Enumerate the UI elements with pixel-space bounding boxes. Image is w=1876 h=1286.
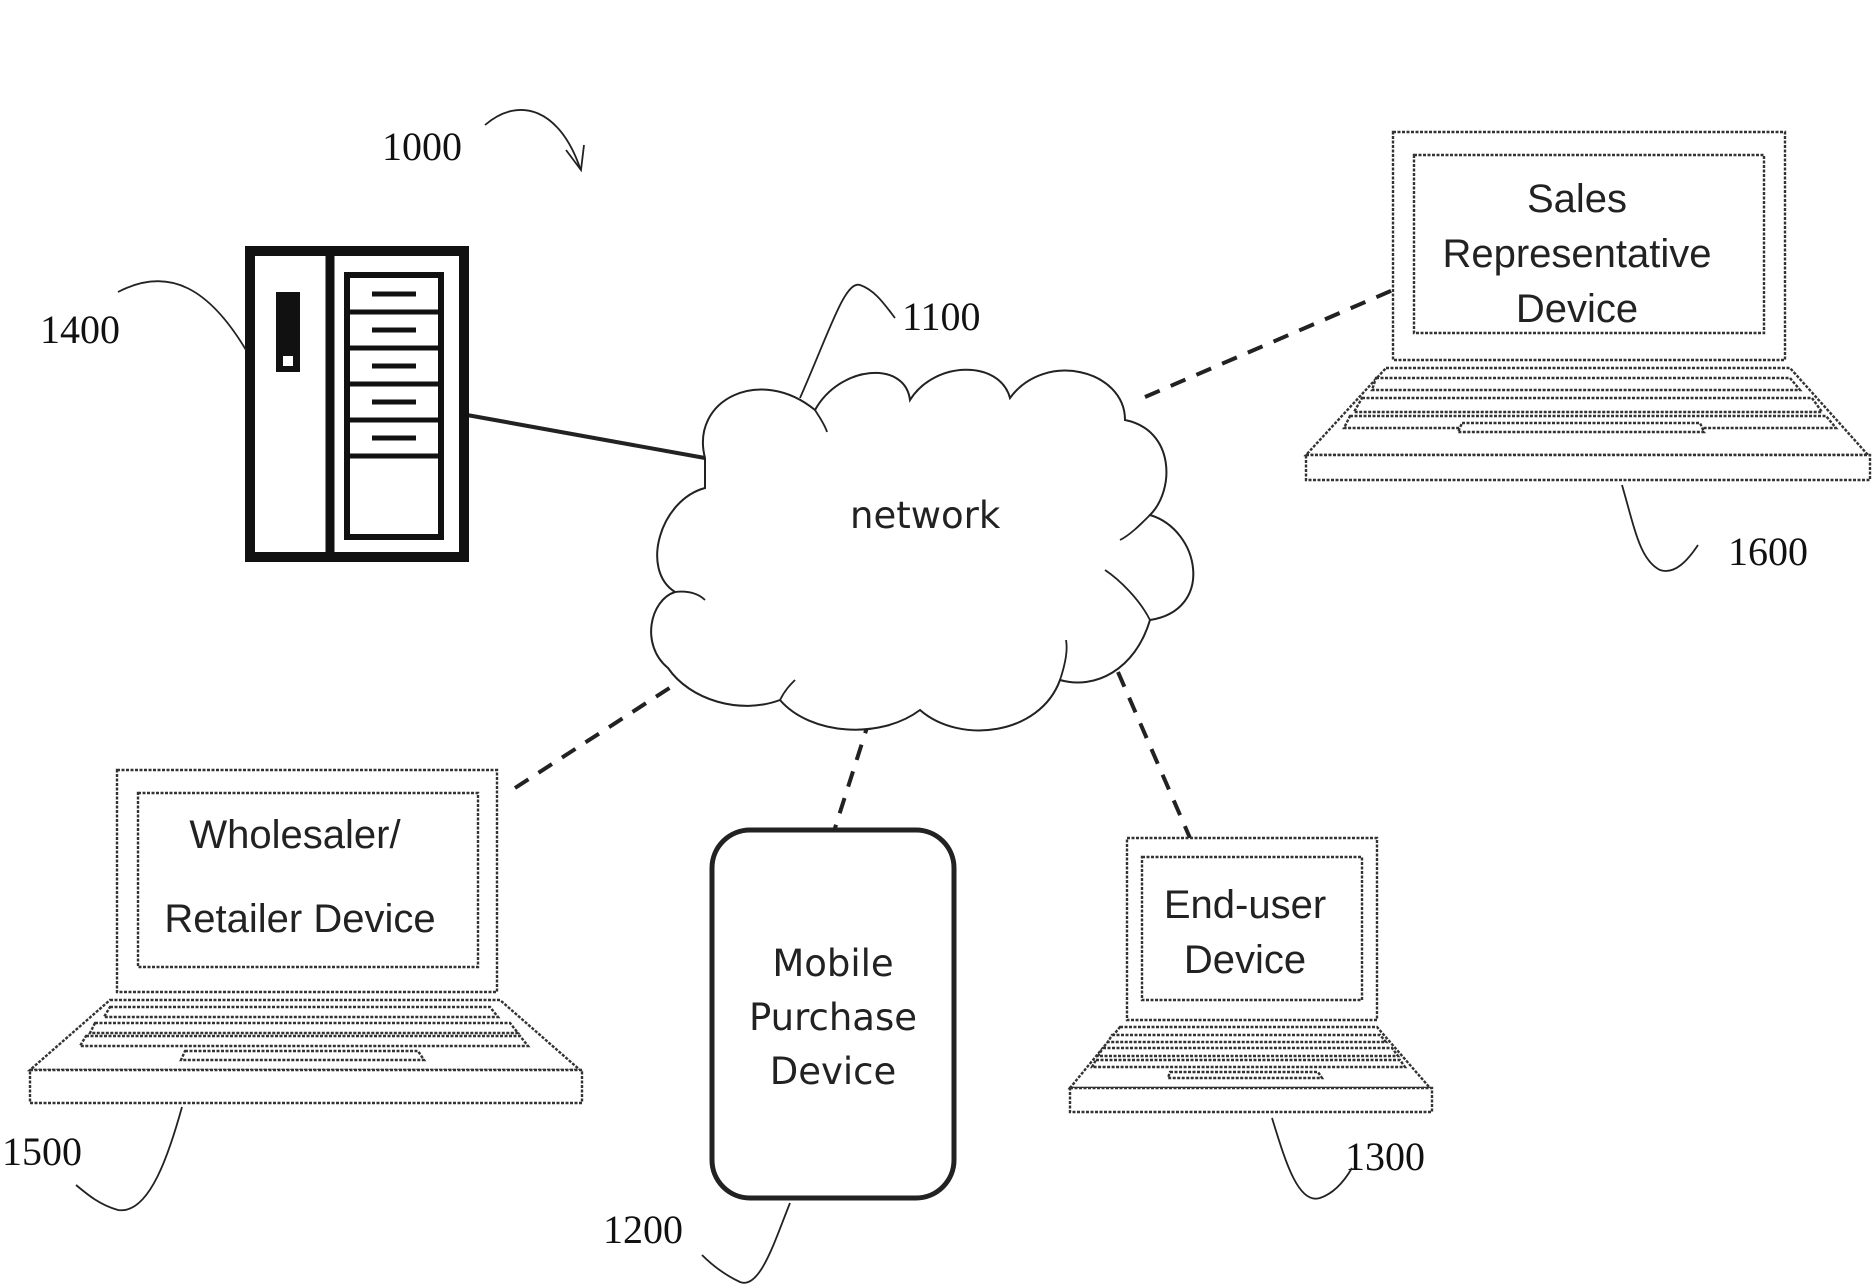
- wholesaler-ref-leader: [76, 1107, 182, 1210]
- end-user-label-line-1: End-user: [1164, 883, 1326, 927]
- wholesaler-label-line-1: Wholesaler/: [189, 813, 401, 857]
- system-ref-label: 1000: [382, 124, 462, 169]
- server-ref-leader: [118, 281, 246, 350]
- wholesaler-ref-label: 1500: [2, 1129, 82, 1174]
- network-cloud-icon: [651, 370, 1193, 731]
- server-ref-label: 1400: [40, 307, 120, 352]
- mobile-label-line-3: Device: [770, 1050, 897, 1093]
- enduser-network-link: [1118, 672, 1190, 838]
- mobile-label-line-1: Mobile: [772, 942, 893, 985]
- wholesaler-label-line-2: Retailer Device: [164, 897, 435, 941]
- sales-network-link: [1145, 290, 1393, 397]
- mobile-ref-leader: [702, 1203, 790, 1283]
- server-icon: [250, 251, 464, 557]
- mobile-label-line-2: Purchase: [749, 996, 917, 1039]
- sales-rep-label-line-1: Sales: [1527, 177, 1627, 221]
- sales-rep-label-line-3: Device: [1516, 287, 1638, 331]
- sales-rep-ref-label: 1600: [1728, 529, 1808, 574]
- end-user-ref-leader: [1272, 1118, 1352, 1199]
- sales-rep-label-line-2: Representative: [1442, 232, 1711, 276]
- sales-rep-ref-leader: [1622, 485, 1698, 571]
- end-user-ref-label: 1300: [1345, 1134, 1425, 1179]
- mobile-ref-label: 1200: [603, 1207, 683, 1252]
- network-label: network: [850, 494, 1001, 537]
- mobile-network-link: [835, 718, 870, 828]
- end-user-label-line-2: Device: [1184, 938, 1306, 982]
- system-ref-arrow-icon: [485, 110, 584, 170]
- server-network-link: [467, 415, 705, 458]
- network-ref-label: 1100: [902, 294, 981, 339]
- wholesaler-network-link: [515, 665, 705, 788]
